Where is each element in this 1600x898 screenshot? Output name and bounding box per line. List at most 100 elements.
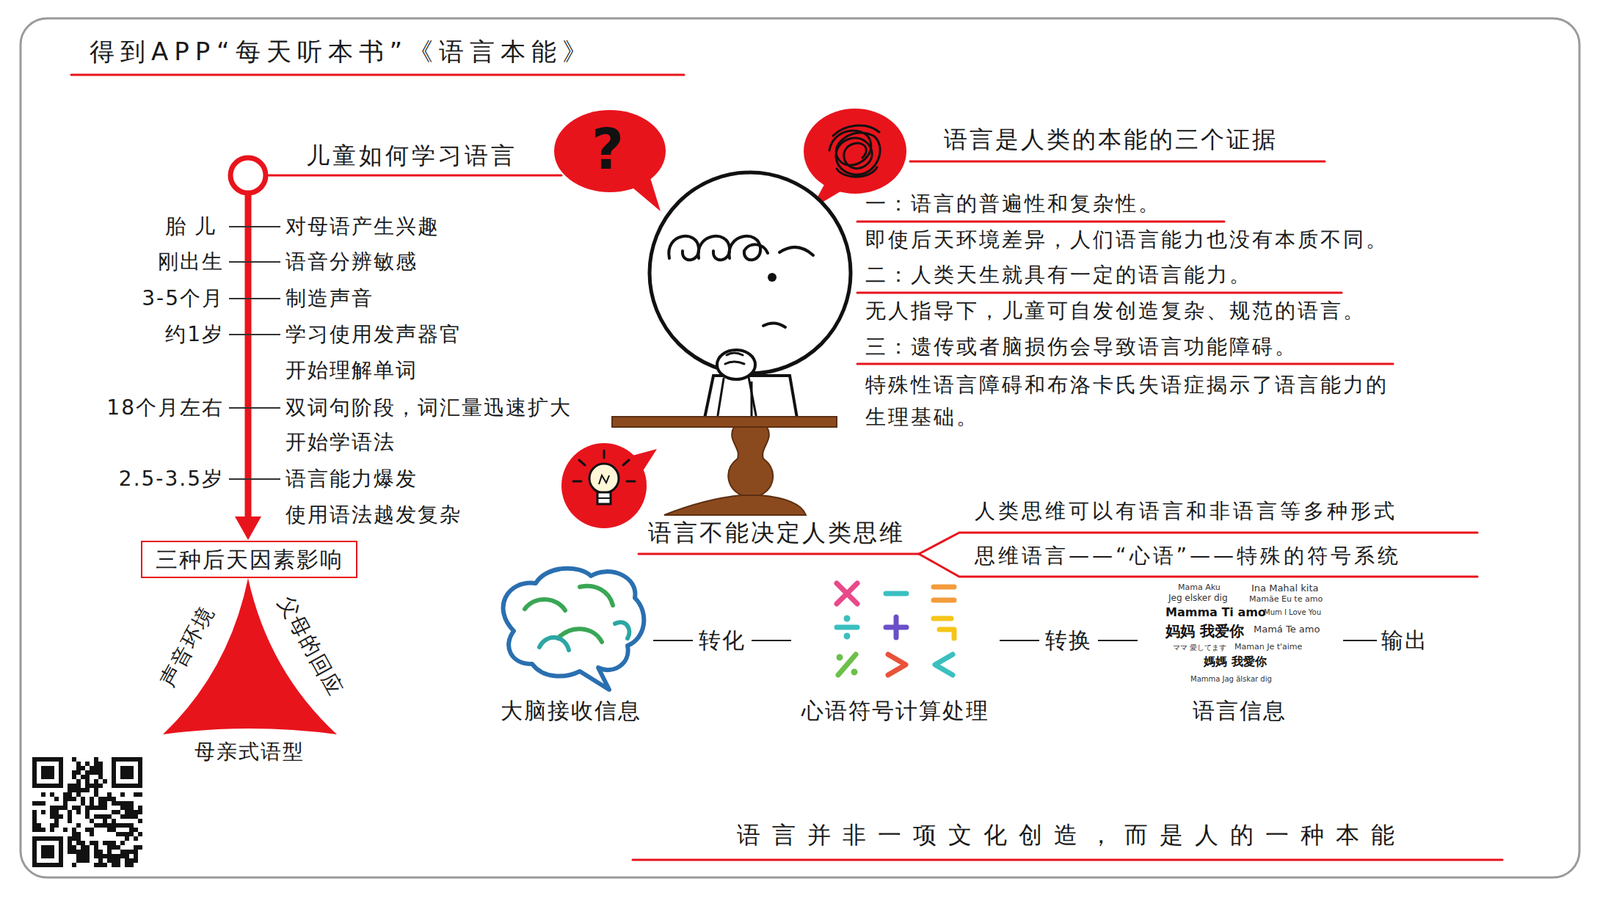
qr-code bbox=[111, 766, 116, 771]
timeline-text: 制造声音 bbox=[285, 286, 374, 312]
qr-code bbox=[45, 836, 50, 842]
qr-code bbox=[115, 832, 121, 837]
qr-code bbox=[41, 770, 46, 776]
qr-code bbox=[111, 770, 116, 776]
qr-code bbox=[102, 863, 108, 868]
timeline-text: 18个月左右 bbox=[106, 395, 224, 421]
qr-code bbox=[85, 845, 90, 850]
qr-code bbox=[54, 805, 59, 811]
qr-code bbox=[137, 792, 143, 798]
qr-code bbox=[98, 863, 103, 868]
qr-code bbox=[49, 845, 55, 850]
qr-code bbox=[76, 788, 81, 793]
qr-code bbox=[102, 823, 108, 828]
word-cloud-text: Mamma Jag älskar dig bbox=[1190, 675, 1272, 684]
timeline-tick bbox=[228, 261, 281, 263]
red-underline bbox=[71, 74, 1503, 861]
qr-code bbox=[115, 854, 121, 859]
timeline-axis bbox=[230, 157, 266, 194]
qr-code bbox=[32, 849, 37, 855]
qr-code bbox=[107, 814, 112, 820]
qr-code bbox=[124, 849, 130, 855]
qr-code bbox=[133, 849, 138, 855]
qr-code bbox=[54, 810, 59, 815]
qr-code bbox=[41, 775, 46, 780]
qr-code bbox=[129, 766, 134, 771]
thinking-figure bbox=[779, 247, 814, 256]
timeline-text: 约1岁 bbox=[165, 322, 224, 348]
word-cloud-text: Mum I Love You bbox=[1263, 608, 1322, 617]
qr-code bbox=[49, 854, 55, 859]
qr-code bbox=[71, 757, 77, 762]
qr-code bbox=[137, 819, 143, 824]
qr-code bbox=[89, 832, 94, 837]
qr-code bbox=[71, 827, 77, 833]
timeline-tick bbox=[228, 333, 281, 336]
timeline-text: 开始理解单词 bbox=[285, 358, 418, 384]
brain-picture bbox=[524, 599, 566, 611]
qr-code bbox=[107, 841, 112, 846]
qr-code bbox=[102, 819, 108, 824]
brain-picture bbox=[503, 568, 645, 690]
red-underline bbox=[857, 363, 1394, 366]
qr-code bbox=[124, 757, 130, 762]
qr-code bbox=[32, 827, 37, 833]
qr-code bbox=[58, 775, 64, 780]
red-underline bbox=[632, 859, 1503, 862]
qr-code bbox=[45, 845, 50, 850]
qr-code bbox=[89, 770, 94, 776]
idea-bubble bbox=[598, 475, 610, 485]
qr-code bbox=[111, 823, 116, 828]
qr-code bbox=[85, 761, 90, 767]
qr-code bbox=[124, 854, 130, 859]
qr-code bbox=[32, 757, 143, 868]
qr-code bbox=[49, 775, 55, 780]
qr-code bbox=[111, 801, 116, 806]
symbol-picture bbox=[852, 670, 857, 675]
qr-code bbox=[107, 845, 112, 850]
picture-node: 大脑接收信息 bbox=[488, 565, 654, 731]
qr-code bbox=[137, 770, 143, 776]
qr-code bbox=[41, 854, 46, 859]
word-cloud-text: Mamá Te amo bbox=[1253, 624, 1320, 635]
idea-bubble bbox=[579, 460, 585, 466]
qr-code bbox=[120, 770, 125, 776]
qr-code bbox=[133, 757, 138, 762]
timeline-axis bbox=[234, 516, 262, 541]
qr-code bbox=[111, 858, 116, 864]
qr-code bbox=[133, 827, 138, 833]
qr-code bbox=[54, 783, 59, 789]
qr-code bbox=[58, 858, 64, 864]
symbol-picture bbox=[933, 598, 955, 604]
qr-code bbox=[120, 801, 125, 806]
qr-code bbox=[80, 845, 86, 850]
qr-code bbox=[115, 858, 121, 864]
qr-code bbox=[85, 827, 90, 833]
red-underline bbox=[857, 292, 1342, 295]
qr-code bbox=[124, 810, 130, 815]
idea-bubble bbox=[626, 480, 635, 483]
qr-code bbox=[80, 788, 86, 793]
qr-code bbox=[107, 849, 112, 855]
qr-code bbox=[111, 797, 116, 802]
qr-code bbox=[36, 783, 42, 789]
qr-code bbox=[89, 766, 94, 771]
qr-code bbox=[67, 845, 72, 850]
qr-code bbox=[49, 792, 55, 798]
qr-code bbox=[76, 779, 81, 784]
qr-code bbox=[120, 841, 125, 846]
qr-code bbox=[133, 836, 138, 842]
qr-code bbox=[93, 823, 99, 828]
word-cloud-text: Ina Mahal kita bbox=[1251, 583, 1319, 594]
thinking-figure bbox=[748, 377, 756, 416]
qr-code bbox=[129, 832, 134, 837]
qr-code bbox=[41, 757, 46, 762]
qr-code bbox=[63, 827, 68, 833]
qr-code bbox=[32, 836, 37, 842]
qr-code bbox=[63, 801, 68, 806]
timeline-text: 2.5-3.5岁 bbox=[118, 466, 224, 492]
qr-code bbox=[124, 863, 130, 868]
qr-code bbox=[115, 810, 121, 815]
factor-box: 三种后天因素影响 bbox=[140, 540, 358, 579]
qr-code bbox=[107, 858, 112, 864]
